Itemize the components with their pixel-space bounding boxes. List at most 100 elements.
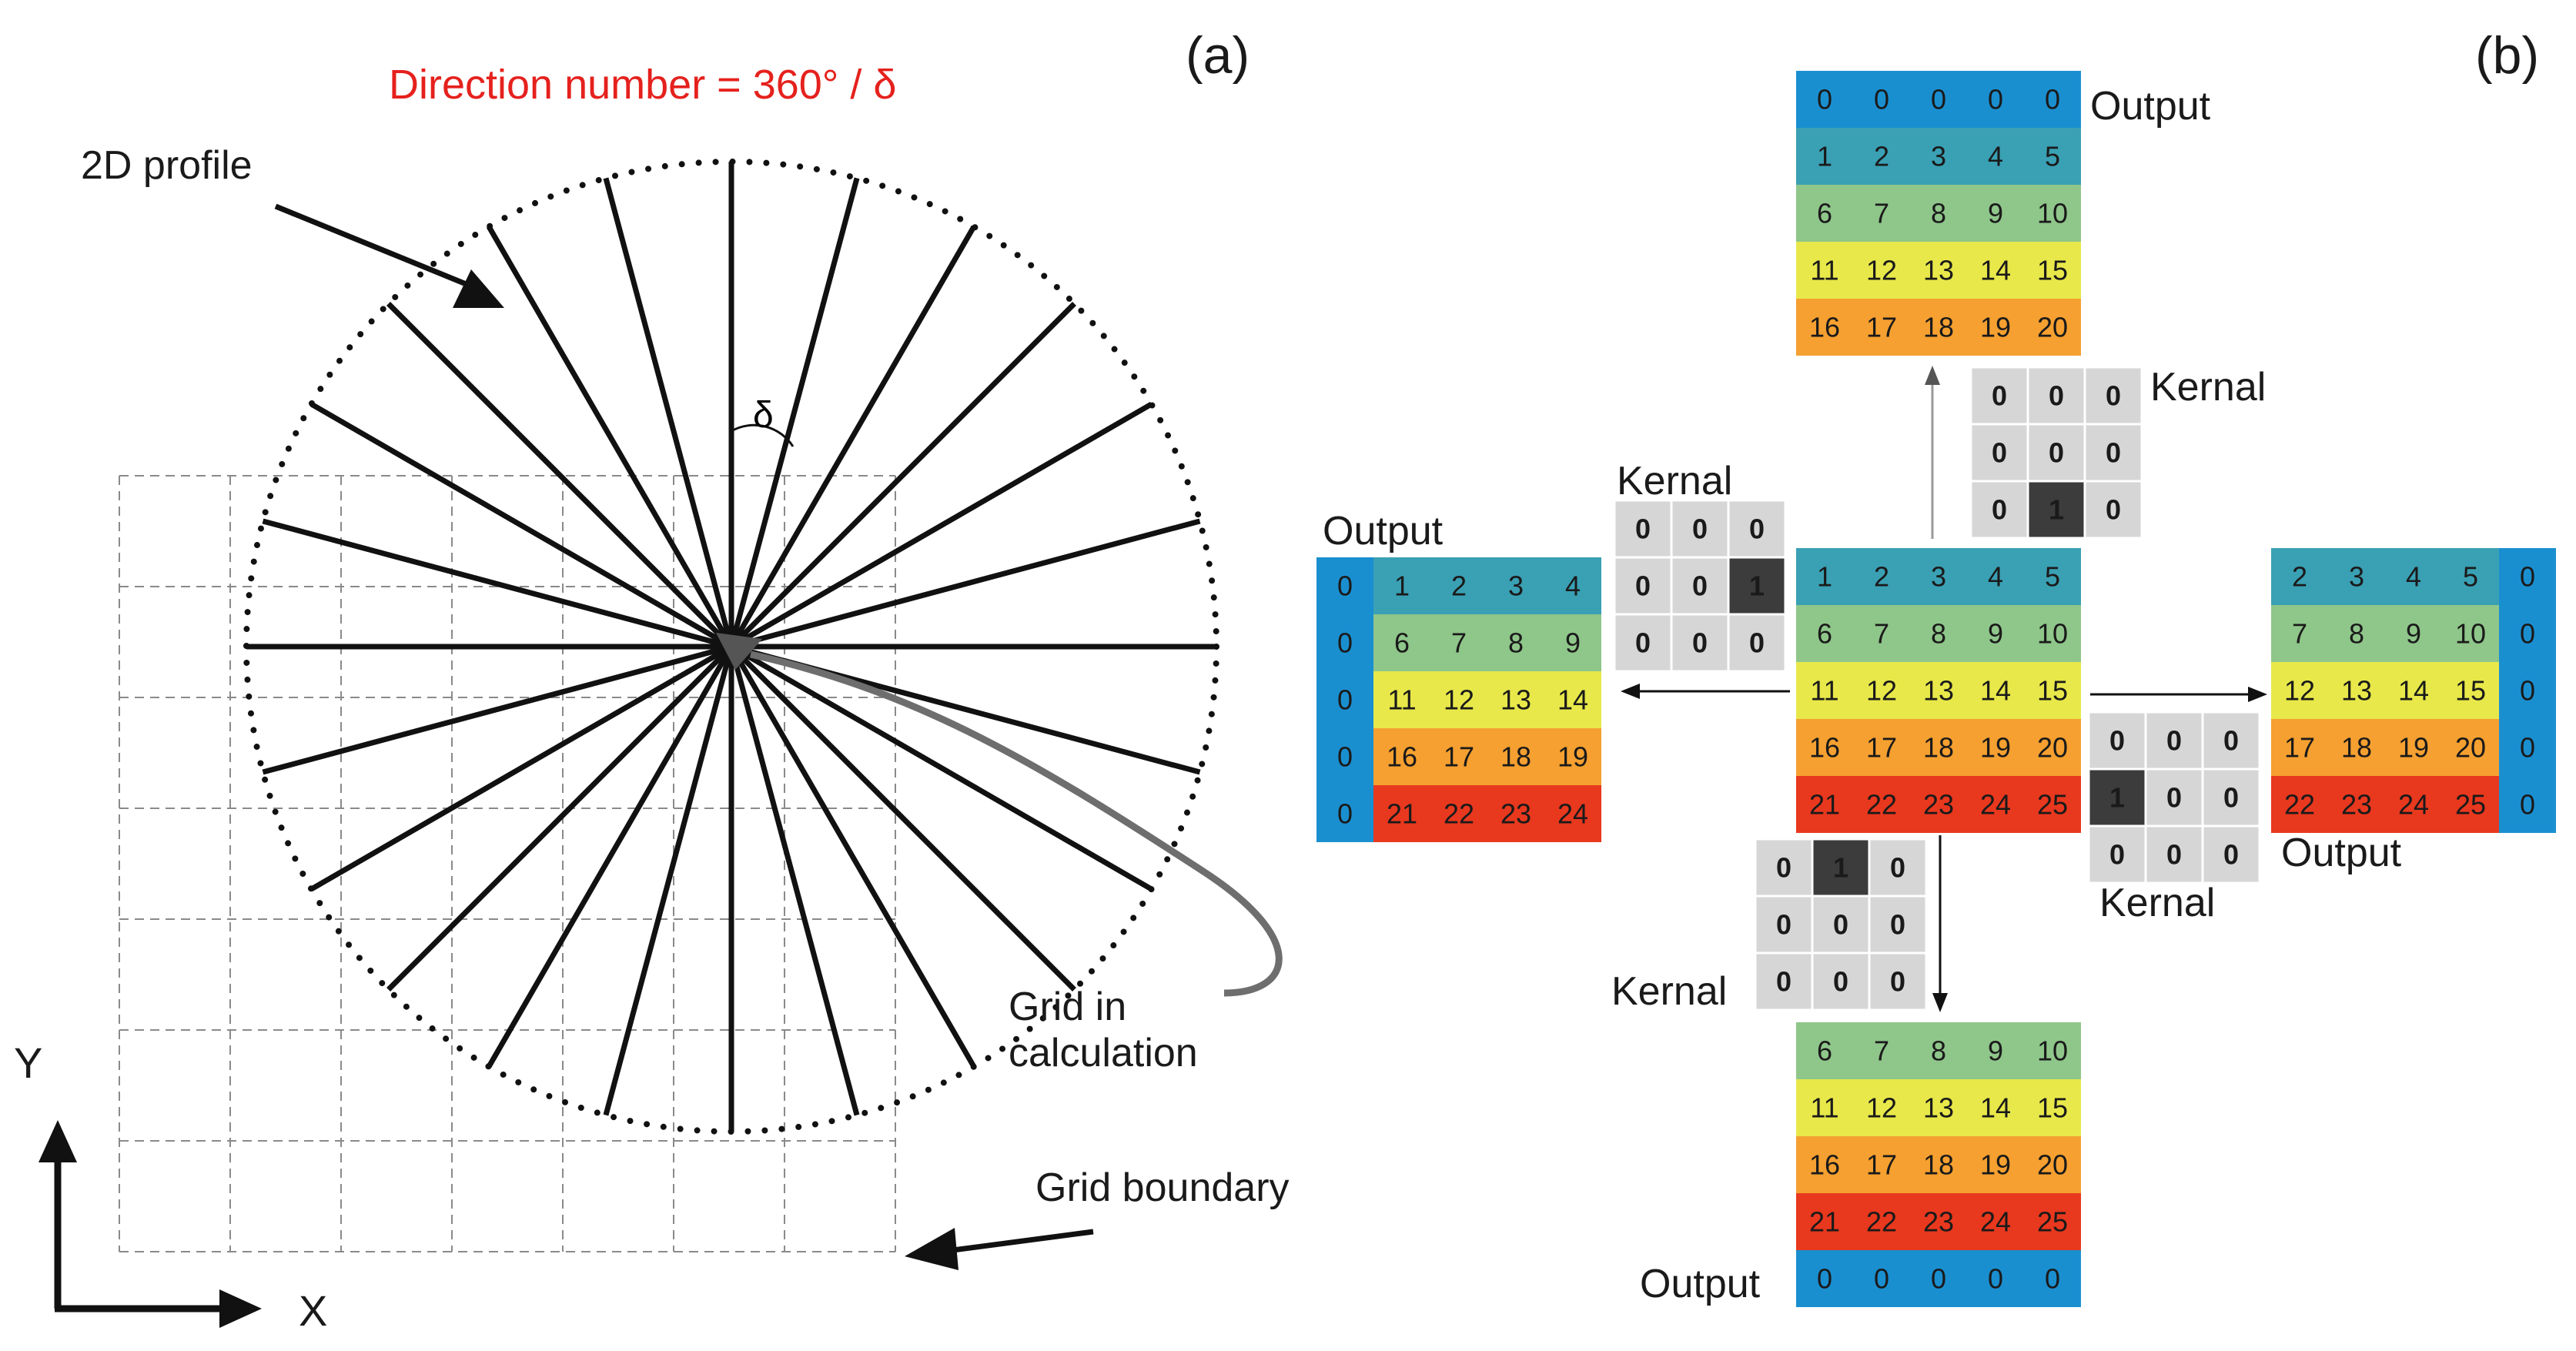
- profile-ray: [486, 645, 734, 1068]
- grid-cell: [2385, 776, 2442, 833]
- grid-cell-value: 23: [1923, 789, 1954, 821]
- grid-cell-value: 1: [1817, 141, 1832, 172]
- kernel-cell-value: 0: [1992, 494, 2007, 526]
- grid-cell-value: 22: [1444, 798, 1474, 830]
- arrow-left-head: [1621, 684, 1640, 699]
- grid-cell: [1796, 185, 1853, 242]
- grid-cell: [2024, 1022, 2081, 1079]
- grid-cell-value: 24: [1557, 798, 1588, 830]
- grid-cell: [1967, 1193, 2024, 1250]
- delta-arc: [731, 423, 795, 447]
- kernel-cell-value: 0: [1635, 570, 1651, 602]
- grid-cell-value: 10: [2037, 1035, 2068, 1067]
- grid-cell: [1487, 614, 1544, 671]
- grid-cell-value: 19: [1980, 732, 2011, 764]
- grid-cell: [2024, 1250, 2081, 1307]
- grid-cell: [2442, 548, 2499, 605]
- grid-cell-value: 9: [1565, 627, 1581, 659]
- kernel-cell-value: 0: [1776, 966, 1791, 998]
- grid-cell-value: 1: [1817, 561, 1832, 593]
- kernel-cell-value: 0: [1635, 627, 1651, 659]
- kernel-cell-value: 1: [1833, 852, 1848, 884]
- grid-cell-value: 15: [2037, 675, 2068, 707]
- kernel-cell-value: 0: [1692, 570, 1708, 602]
- kernel-cell: [1811, 895, 1871, 955]
- grid-cell: [1853, 1022, 1910, 1079]
- y-axis-arrowhead: [38, 1120, 77, 1162]
- grid-cell: [1796, 71, 1853, 128]
- grid-cell-value: 11: [1810, 255, 1838, 286]
- kernel-cell-value: 0: [2109, 839, 2125, 871]
- profile-label: 2D profile: [81, 143, 253, 188]
- grid-cell-value: 11: [1387, 684, 1416, 716]
- grid-cell: [1910, 299, 1967, 356]
- grid-cell: [1796, 242, 1853, 299]
- kernel-cell-value: 0: [2109, 725, 2125, 757]
- kernel-cell-value: 0: [2106, 380, 2121, 412]
- grid-cell-value: 21: [1809, 789, 1840, 821]
- kernel-cell-value: 0: [2223, 839, 2239, 871]
- grid-cell: [1544, 557, 1601, 614]
- grid-cell: [2385, 719, 2442, 776]
- grid-cell-value: 2: [1874, 561, 1889, 593]
- grid-cell-value: 9: [2406, 618, 2421, 650]
- grid-cell: [2328, 605, 2385, 662]
- grid-cell: [1967, 1136, 2024, 1193]
- grid-cell: [1967, 548, 2024, 605]
- grid-cell-value: 13: [2341, 675, 2372, 707]
- kernel-cell-value: 0: [1833, 909, 1848, 941]
- grid-cell: [1544, 728, 1601, 785]
- grid-cell-value: 16: [1809, 312, 1840, 343]
- grid-cell: [1967, 776, 2024, 833]
- kernel-cell-value: 1: [2049, 494, 2064, 526]
- y-axis-label: Y: [14, 1038, 42, 1087]
- grid-cell: [1910, 1022, 1967, 1079]
- grid-cell: [1544, 614, 1601, 671]
- kernel-cell: [1727, 499, 1787, 559]
- grid-cell: [1967, 185, 2024, 242]
- grid-cell-value: 14: [1980, 1092, 2011, 1124]
- grid-cell-value: 16: [1809, 732, 1840, 764]
- grid-cell-value: 6: [1817, 1035, 1832, 1067]
- grid-cell: [2024, 299, 2081, 356]
- grid-cell-value: 20: [2037, 1149, 2068, 1181]
- grid-cell: [1487, 671, 1544, 728]
- grid-cell: [1910, 776, 1967, 833]
- kernel-cell: [2201, 824, 2261, 885]
- grid-cell-value: 2: [2292, 561, 2307, 593]
- grid-cell-value: 0: [1988, 84, 2003, 115]
- grid-cell-value: 5: [2045, 141, 2060, 172]
- grid-cell-value: 18: [1923, 1149, 1954, 1181]
- grid-cell: [1373, 557, 1430, 614]
- grid-cell: [1967, 1250, 2024, 1307]
- grid-cell: [1373, 614, 1430, 671]
- grid-cell: [1910, 548, 1967, 605]
- kernal-label-top: Kernal: [2150, 365, 2266, 410]
- grid-cell-value: 11: [1810, 1092, 1838, 1124]
- kernel-cell: [2201, 711, 2261, 771]
- grid-cell-value: 3: [1931, 561, 1946, 593]
- grid-cell-value: 22: [1866, 789, 1897, 821]
- grid-cell: [1544, 785, 1601, 842]
- grid-cell-value: 11: [1810, 675, 1838, 707]
- delta-symbol: δ: [753, 395, 774, 436]
- grid-cell: [1373, 785, 1430, 842]
- grid-cell-value: 0: [1988, 1263, 2003, 1295]
- grid-cell-value: 17: [1866, 1149, 1897, 1181]
- grid-cell-value: 19: [1557, 741, 1588, 773]
- grid-cell: [1853, 605, 1910, 662]
- grid-cell-value: 23: [2341, 789, 2372, 821]
- grid-cell: [1910, 242, 1967, 299]
- profile-arrow-shaft: [274, 203, 479, 292]
- kernel-cell-value: 0: [1833, 966, 1848, 998]
- grid-cell-value: 14: [2398, 675, 2429, 707]
- grid-cell-value: 14: [1980, 675, 2011, 707]
- kernel-cell: [2083, 480, 2143, 540]
- grid-cell: [1796, 605, 1853, 662]
- grid-cell: [2499, 719, 2556, 776]
